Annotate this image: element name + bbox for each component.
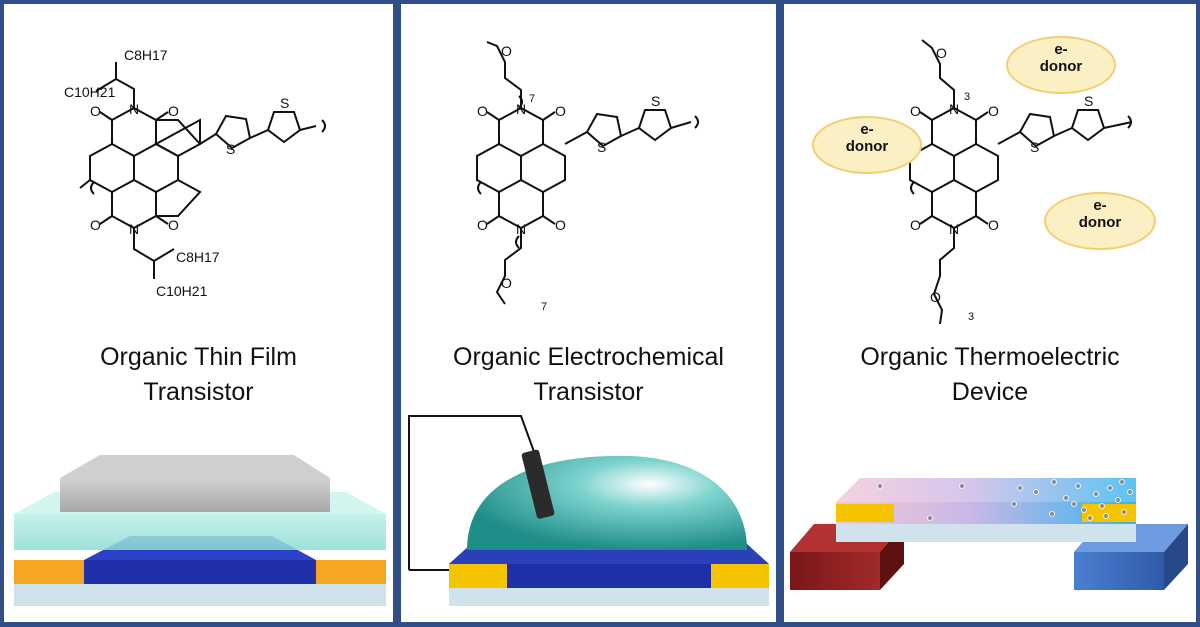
repeat-count-top: 3 [964,91,970,103]
repeat-count-bottom: 3 [968,311,974,323]
gate-wire [408,415,538,570]
ndi-t2-glycol-backbone [476,41,699,305]
sulfur-label-1: S [597,139,606,155]
oxygen-label-2: O [988,103,999,119]
bubble-label: donor [1039,58,1083,75]
source-electrode [14,560,84,584]
oxygen-label-3: O [910,217,921,233]
sulfur-label-1: S [226,141,235,157]
oxygen-label-1: O [90,103,101,119]
oxygen-label-3: O [90,217,101,233]
panel-title-oect: Organic Electrochemical Transistor [401,340,776,410]
drain-electrode [316,560,386,584]
bubble-charge: e- [1054,41,1068,58]
substrate-layer [14,584,386,606]
oted-molecule-and-device: N N O O O O O O S S 3 3 [790,39,1188,590]
oect-atom-labels: N N O O O O O O S S 7 7 [477,43,660,313]
cold-block-side [1164,524,1188,590]
gate-top [60,455,330,478]
oxygen-label-4: O [555,217,566,233]
title-line-2: Device [951,378,1029,406]
title-line-1: Organic Thermoelectric [860,343,1120,371]
drain-electrode [711,564,769,588]
bubble-label: donor [845,138,889,155]
repeat-count-top: 7 [529,93,535,105]
film-top [836,478,1136,502]
electrolyte-droplet [467,455,747,550]
panel-title-ofet: Organic Thin Film Transistor [4,340,393,410]
nitrogen-label-bottom: N [516,221,526,237]
source-electrode [449,564,507,588]
title-line-1: Organic Thin Film [100,343,297,371]
panel-title-oted: Organic Thermoelectric Device [784,340,1196,410]
electron-donor-bubble-3: e- donor [1044,192,1156,250]
oxygen-label-2: O [555,103,566,119]
bubble-charge: e- [860,121,874,138]
repeat-count-bottom: 7 [541,301,547,313]
sidechain-c10h21-bottom: C10H21 [156,283,208,299]
sidechain-c10h21-top: C10H21 [64,84,116,100]
hot-block [790,552,880,590]
substrate-layer [836,524,1136,542]
panel-thermoelectric-device: N N O O O O O O S S 3 3 [784,4,1196,622]
left-electrode [836,504,894,522]
glycol-oxygen-top: O [936,45,947,61]
oxygen-label-3: O [477,217,488,233]
oted-device-illustration [790,478,1188,590]
oxygen-label-1: O [477,103,488,119]
sulfur-label-1: S [1030,139,1039,155]
bubble-charge: e- [1093,197,1107,214]
panel-electrochemical-transistor: N N O O O O O O S S 7 7 [401,4,776,622]
gate-electrode-probe [521,449,555,519]
oxygen-label-4: O [168,217,179,233]
panel-thin-film-transistor: N N O O O O S S C8H17 C10H21 C8H17 C10H2… [4,4,393,622]
gate-electrode [60,478,330,512]
nitrogen-label-top: N [949,101,959,117]
oxygen-label-2: O [168,103,179,119]
thermoelectric-film [836,502,1136,524]
nitrogen-label-bottom: N [129,221,139,237]
electron-donor-bubble-1: e- donor [1006,36,1116,94]
sulfur-label-2: S [651,93,660,109]
ndi-t2-short-glycol-backbone [909,39,1133,325]
oect-molecule-and-device: N N O O O O O O S S 7 7 [408,41,769,606]
glycol-oxygen-bottom: O [930,289,941,305]
sulfur-label-2: S [1084,93,1093,109]
title-line-2: Transistor [533,378,644,406]
sidechain-c8h17-bottom: C8H17 [176,249,220,265]
title-line-1: Organic Electrochemical [453,343,724,371]
oect-device-illustration [408,415,769,606]
cold-block [1074,552,1164,590]
glycol-oxygen-bottom: O [501,275,512,291]
oxygen-label-1: O [910,103,921,119]
oxygen-label-4: O [988,217,999,233]
electron-donor-bubble-2: e- donor [812,116,922,174]
nitrogen-label-bottom: N [949,221,959,237]
dielectric-layer [14,514,386,550]
oted-atom-labels: N N O O O O O O S S 3 3 [910,45,1093,323]
glycol-oxygen-top: O [501,43,512,59]
ofet-atom-labels: N N O O O O S S C8H17 C10H21 C8H17 C10H2… [64,47,289,299]
ofet-molecule-and-device: N N O O O O S S C8H17 C10H21 C8H17 C10H2… [14,47,386,606]
nitrogen-label-top: N [129,101,139,117]
title-line-2: Transistor [143,378,254,406]
dopant-particles [877,479,1133,521]
ofet-device-illustration [14,455,386,606]
right-electrode [1082,504,1136,522]
ndi-t2-backbone [79,62,326,279]
sidechain-c8h17-top: C8H17 [124,47,168,63]
nitrogen-label-top: N [516,101,526,117]
bubble-label: donor [1078,214,1122,231]
substrate-layer [449,588,769,606]
sulfur-label-2: S [280,95,289,111]
